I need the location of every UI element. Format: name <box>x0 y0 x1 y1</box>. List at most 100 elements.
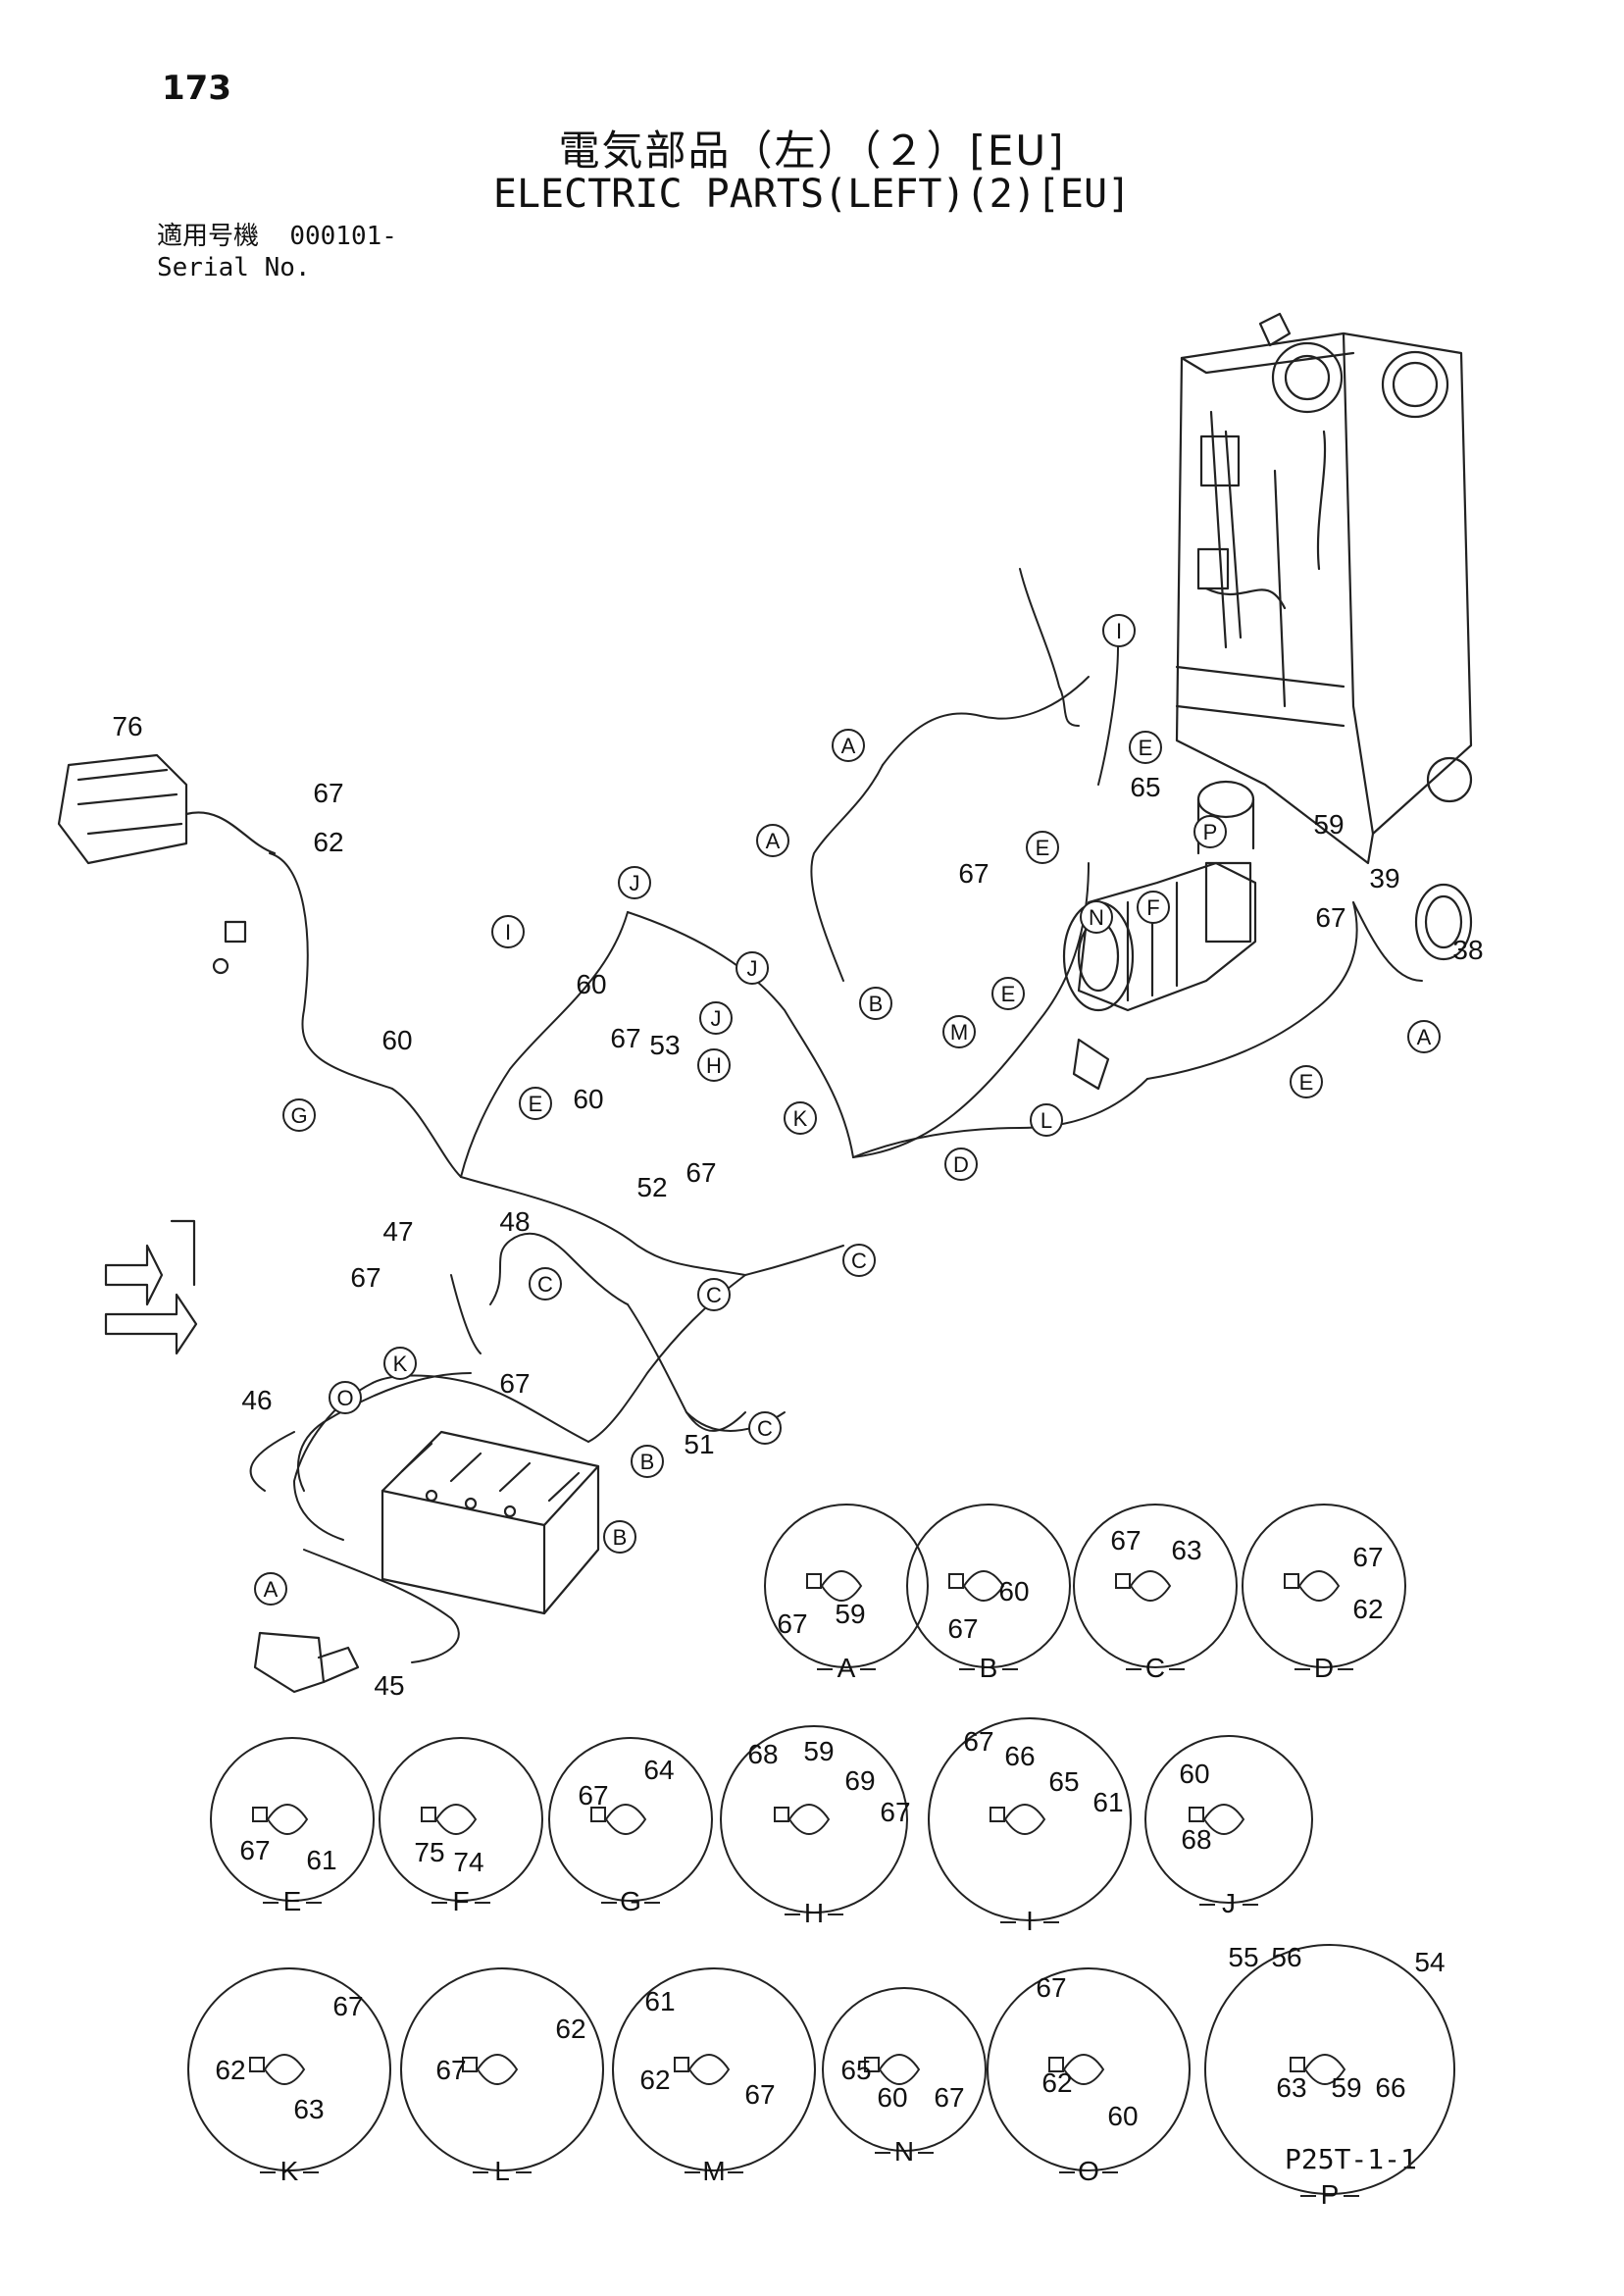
detail-part-number: 69 <box>844 1765 875 1796</box>
location-marker: B <box>859 987 892 1020</box>
callout-number: 46 <box>241 1385 272 1415</box>
detail-part-number: 60 <box>998 1576 1029 1607</box>
bolt-sketch <box>462 2057 478 2072</box>
detail-circle <box>1144 1735 1313 1904</box>
detail-circle <box>210 1737 375 1902</box>
location-marker-letter: J <box>711 1006 722 1031</box>
bolt-sketch <box>774 1807 789 1822</box>
location-marker: G <box>282 1098 316 1132</box>
detail-part-number: 67 <box>934 2082 964 2113</box>
detail-circle <box>822 1987 987 2152</box>
detail-part-number: 67 <box>777 1608 807 1639</box>
location-marker: M <box>942 1015 976 1048</box>
location-marker: K <box>383 1347 417 1380</box>
detail-part-number: 66 <box>1004 1741 1035 1771</box>
detail-circle <box>379 1737 543 1902</box>
bolt-sketch <box>864 2057 880 2072</box>
callout-number: 45 <box>374 1670 404 1701</box>
detail-part-number: 67 <box>1110 1525 1141 1556</box>
controller-box-drawing <box>57 753 277 975</box>
location-marker-ring <box>756 824 789 857</box>
detail-part-number: 64 <box>643 1755 674 1785</box>
detail-letter: J <box>1222 1888 1236 1918</box>
detail-letter: E <box>283 1886 302 1916</box>
detail-part-number: 67 <box>963 1726 993 1757</box>
serial-block: 適用号機 000101- Serial No. <box>157 221 397 283</box>
detail-letter: B <box>980 1653 998 1683</box>
location-marker: J <box>618 866 651 899</box>
detail-part-number: 75 <box>414 1837 444 1867</box>
location-marker-letter: A <box>766 829 781 853</box>
location-marker-letter: O <box>336 1386 353 1410</box>
location-marker-ring <box>748 1411 782 1445</box>
detail-part-number: 67 <box>880 1797 910 1827</box>
location-marker: J <box>699 1001 733 1035</box>
location-marker: J <box>736 951 769 985</box>
location-marker-letter: D <box>953 1152 969 1177</box>
detail-part-number: 67 <box>947 1613 978 1644</box>
location-marker-letter: M <box>950 1020 968 1045</box>
location-marker-letter: E <box>1299 1070 1314 1095</box>
location-marker-letter: I <box>505 920 511 944</box>
title-english: ELECTRIC PARTS(LEFT)(2)[EU] <box>492 172 1132 217</box>
location-marker: C <box>748 1411 782 1445</box>
detail-letter: G <box>620 1886 641 1916</box>
location-marker: N <box>1080 900 1113 934</box>
callout-number: 67 <box>313 778 343 808</box>
bolt-sketch <box>590 1807 606 1822</box>
location-marker-ring <box>859 987 892 1020</box>
clamp-sketch <box>687 2054 731 2085</box>
location-marker-ring <box>942 1015 976 1048</box>
detail-part-number: 67 <box>435 2055 466 2085</box>
bolt-sketch <box>948 1573 964 1589</box>
callout-number: 48 <box>499 1206 530 1237</box>
callout-number: 60 <box>573 1084 603 1114</box>
callout-number: 67 <box>499 1368 530 1399</box>
location-marker: I <box>1102 614 1136 647</box>
detail-circle <box>928 1717 1132 1921</box>
detail-part-number: 63 <box>293 2094 324 2124</box>
detail-circle <box>764 1504 929 1668</box>
callout-number: 39 <box>1369 863 1399 893</box>
location-marker-ring <box>784 1101 817 1135</box>
detail-part-number: 62 <box>215 2055 245 2085</box>
location-marker-letter: G <box>290 1103 307 1128</box>
callout-number: 52 <box>636 1172 667 1202</box>
callout-number: 53 <box>649 1030 680 1060</box>
location-marker-letter: B <box>613 1525 628 1550</box>
detail-part-number: 67 <box>578 1780 608 1811</box>
detail-part-number: 61 <box>306 1845 336 1875</box>
callout-number: 62 <box>313 827 343 857</box>
location-marker: C <box>529 1267 562 1301</box>
bolt-sketch <box>806 1573 822 1589</box>
callout-number: 60 <box>381 1025 412 1055</box>
pump-assembly-drawing <box>1062 780 1473 1091</box>
location-marker: C <box>842 1244 876 1277</box>
detail-circle <box>548 1737 713 1902</box>
detail-circle <box>1242 1504 1406 1668</box>
clamp-sketch <box>1297 1570 1341 1602</box>
location-marker-ring <box>282 1098 316 1132</box>
location-marker: E <box>1129 731 1162 764</box>
location-marker-letter: K <box>393 1352 408 1376</box>
location-marker-letter: F <box>1146 895 1159 920</box>
detail-letter: K <box>280 2156 299 2186</box>
detail-part-number: 56 <box>1271 1942 1301 1972</box>
callout-number: 59 <box>1313 809 1344 840</box>
clamp-sketch <box>787 1804 831 1835</box>
bolt-sketch <box>1290 2057 1305 2072</box>
detail-part-number: 62 <box>1041 2067 1072 2098</box>
location-marker: K <box>784 1101 817 1135</box>
location-marker-ring <box>1193 815 1227 848</box>
bolt-sketch <box>1284 1573 1299 1589</box>
clamp-sketch <box>266 1804 309 1835</box>
location-marker-ring <box>944 1148 978 1181</box>
detail-part-number: 68 <box>747 1739 778 1769</box>
callout-number: 38 <box>1452 935 1483 965</box>
